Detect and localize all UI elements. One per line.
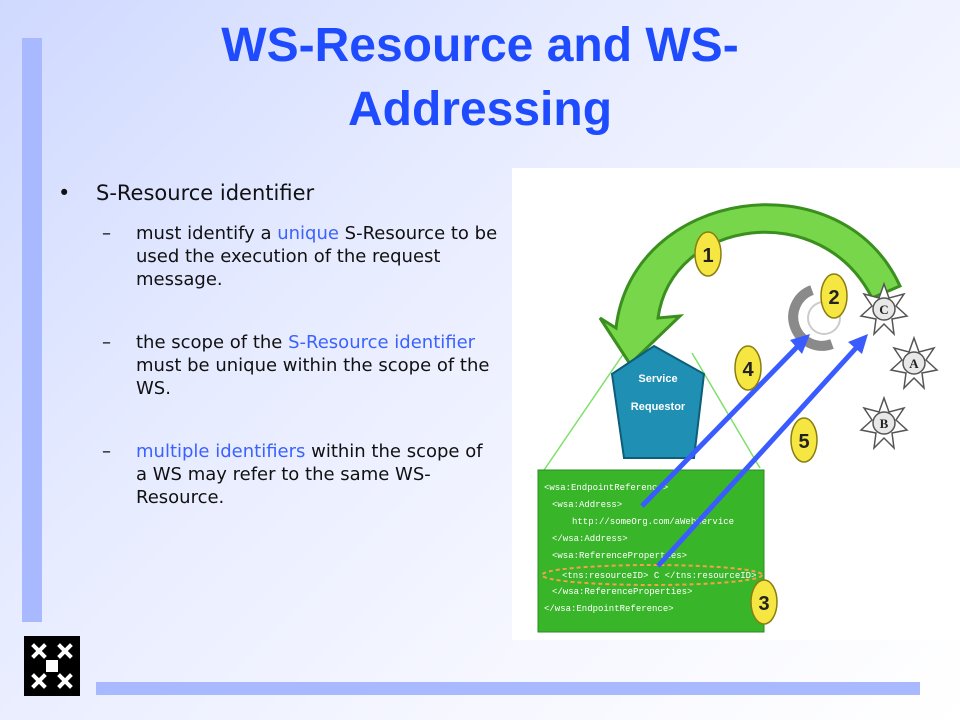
- xml-line: </wsa:ReferenceProperties>: [552, 587, 692, 597]
- xml-line: <tns:resourceID> C </tns:resourceID>: [562, 571, 756, 581]
- ws-addressing-diagram: Service Requestor C A B <wsa:EndpointRef…: [512, 168, 960, 640]
- resource-ring-icon: [788, 285, 834, 351]
- diagram-svg: Service Requestor C A B <wsa:EndpointRef…: [537, 203, 939, 633]
- dash-icon: –: [102, 332, 111, 353]
- resource-label-b: B: [880, 416, 889, 431]
- slide-content: • S-Resource identifier – must identify …: [58, 178, 498, 509]
- xml-line: <wsa:ReferenceProperties>: [552, 551, 687, 561]
- resource-star-c: C: [859, 281, 909, 337]
- bottom-accent-bar: [96, 682, 920, 695]
- step-badge-2-icon: [820, 273, 848, 319]
- left-accent-bar: [22, 38, 42, 622]
- step-badge-1-icon: [694, 231, 722, 277]
- dash-icon: –: [102, 441, 111, 462]
- xml-line: </wsa:EndpointReference>: [544, 604, 674, 614]
- slide-title: WS-Resource and WS- Addressing: [60, 14, 900, 142]
- xml-lines: <wsa:EndpointReference> <wsa:Address> ht…: [544, 483, 756, 614]
- step-label-1: 1: [702, 245, 713, 267]
- requestor-label-line-1: Service: [638, 373, 677, 385]
- highlight-text: S-Resource identifier: [288, 332, 476, 353]
- arrow-step-4-icon: [640, 344, 800, 508]
- sub-text: the scope of the: [136, 332, 289, 353]
- step-label-5: 5: [798, 431, 809, 453]
- sub-item-multiple: – multiple identifiers within the scope …: [58, 440, 498, 509]
- step-badge-5-icon: [790, 417, 818, 463]
- resource-id-highlight-ellipse: [541, 564, 763, 586]
- step-label-3: 3: [758, 593, 769, 615]
- resource-star-a: A: [889, 335, 939, 391]
- highlight-text: multiple identifiers: [136, 441, 306, 462]
- bullet-text: S-Resource identifier: [96, 181, 315, 205]
- step-label-4: 4: [742, 359, 754, 381]
- step-badges: 1 2 3 4 5: [694, 231, 848, 625]
- sub-text: within the scope of a WS may refer to th…: [136, 441, 483, 508]
- step-badge-3-icon: [750, 579, 778, 625]
- logo-svg: [31, 643, 73, 689]
- service-requestor-pentagon: [610, 344, 706, 459]
- requestor-label-line-2: Requestor: [631, 401, 686, 413]
- slide-title-line-2: Addressing: [347, 83, 613, 136]
- dash-icon: –: [102, 223, 111, 244]
- xml-line: http://someOrg.com/aWebService: [572, 517, 734, 527]
- guide-line-right: [691, 352, 761, 469]
- resource-label-c: C: [879, 302, 888, 317]
- endpoint-reference-box: [537, 469, 765, 633]
- xml-line: </wsa:Address>: [552, 534, 628, 544]
- sub-text: must be unique within the scope of the W…: [136, 355, 490, 399]
- bullet-item: • S-Resource identifier: [58, 178, 498, 208]
- xml-line: <wsa:Address>: [552, 500, 622, 510]
- highlight-text: unique: [277, 223, 339, 244]
- resource-label-a: A: [909, 356, 919, 371]
- step-label-2: 2: [828, 287, 839, 309]
- resource-star-b: B: [859, 395, 909, 451]
- slide-title-line-1: WS-Resource and WS-: [221, 19, 739, 72]
- xml-line: <wsa:EndpointReference>: [544, 483, 668, 493]
- guide-line-left: [541, 352, 625, 474]
- sub-text: S-Resource to be used the execution of t…: [136, 223, 498, 290]
- arrow-step-5-icon: [656, 346, 858, 568]
- sub-item-scope: – the scope of the S-Resource identifier…: [58, 331, 498, 400]
- bullet-dot-icon: •: [58, 181, 71, 205]
- message-arrows: [640, 334, 868, 568]
- university-crosses-logo-icon: [24, 636, 80, 696]
- sub-text: must identify a: [136, 223, 278, 244]
- step-badge-4-icon: [734, 345, 762, 391]
- sub-item-unique: – must identify a unique S-Resource to b…: [58, 222, 498, 291]
